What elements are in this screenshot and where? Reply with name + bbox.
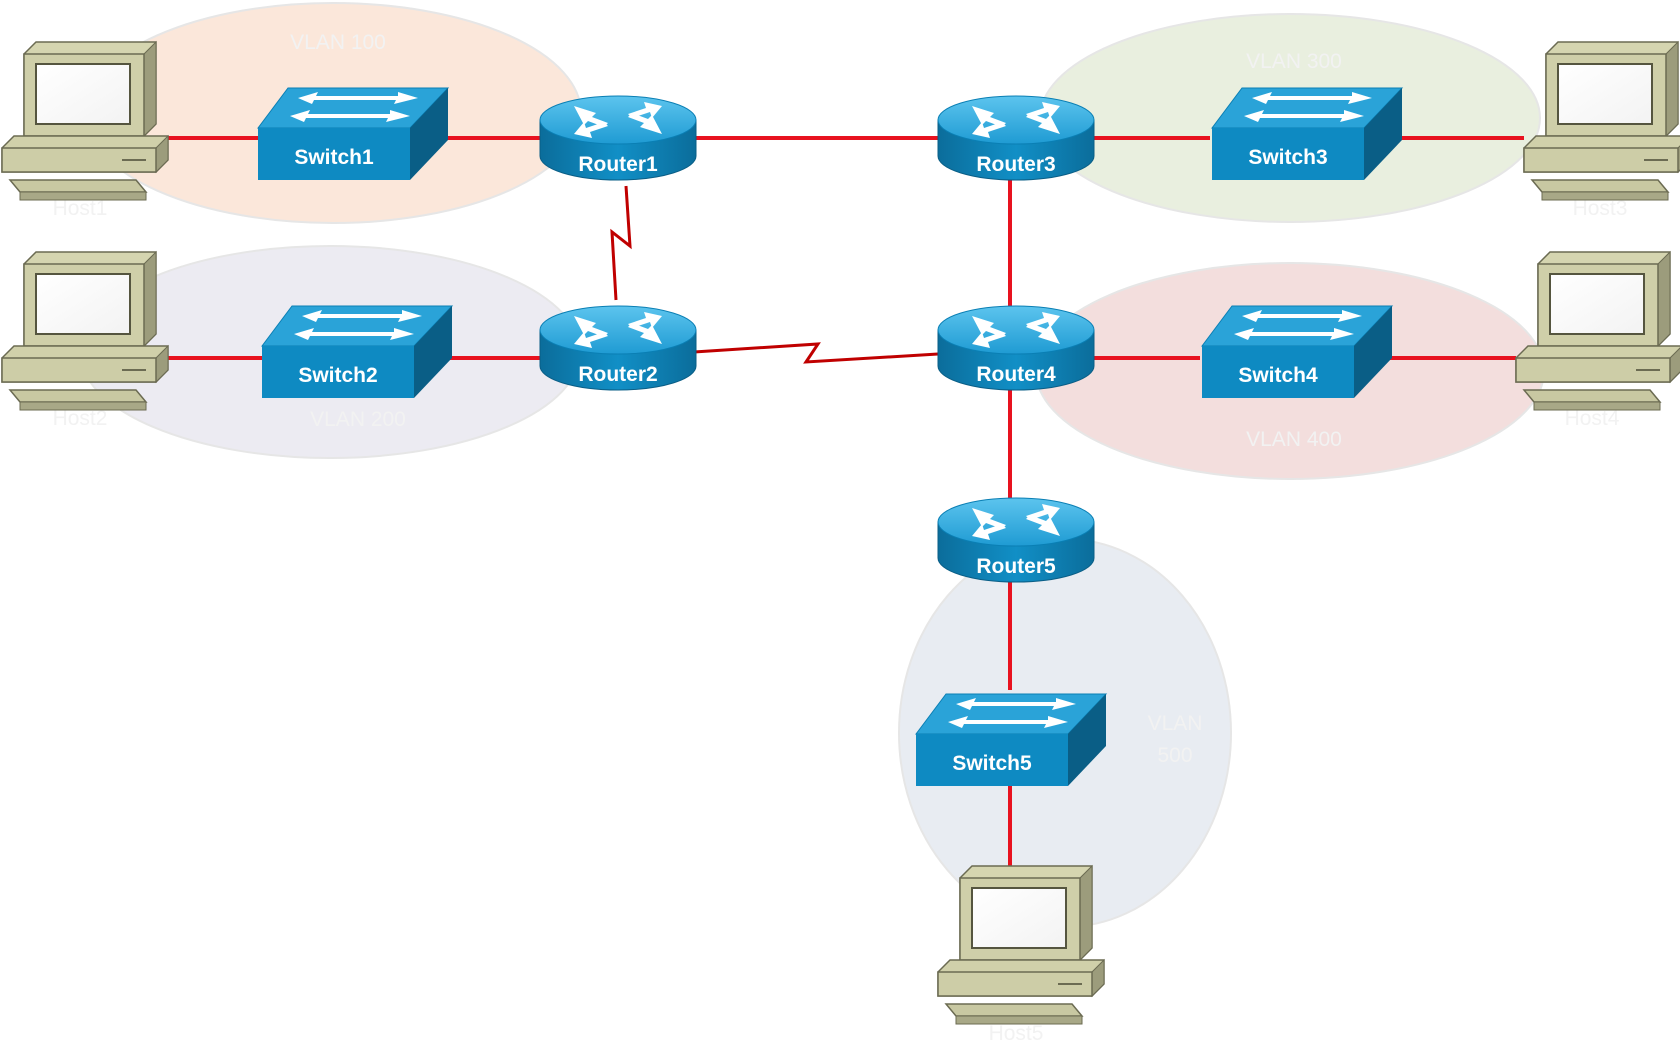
vlan-500-label-line1: VLAN xyxy=(1148,712,1203,735)
vlan-500-label-line2: 500 xyxy=(1157,744,1192,767)
links xyxy=(152,136,1524,872)
router1[interactable]: Router1 xyxy=(539,95,697,181)
vlan-300-label: VLAN 300 xyxy=(1246,50,1342,73)
workstation-icon xyxy=(1523,41,1680,201)
router2[interactable]: Router2 xyxy=(539,305,697,391)
vlan-100-label: VLAN 100 xyxy=(290,31,386,54)
host3-label: Host3 xyxy=(1573,197,1628,220)
router1-label: Router1 xyxy=(578,153,658,176)
host5[interactable] xyxy=(937,865,1105,1025)
router4[interactable]: Router4 xyxy=(937,305,1095,391)
switch3[interactable]: Switch3 xyxy=(1211,87,1403,181)
switch5-label: Switch5 xyxy=(952,752,1032,775)
router5[interactable]: Router5 xyxy=(937,497,1095,583)
switch1-label: Switch1 xyxy=(294,146,374,169)
switch4[interactable]: Switch4 xyxy=(1201,305,1393,399)
serial-links xyxy=(610,185,939,364)
switch5[interactable]: Switch5 xyxy=(915,693,1107,787)
serial-link-router1-router2 xyxy=(610,185,632,301)
vlan-200-label: VLAN 200 xyxy=(310,408,406,431)
switch2-label: Switch2 xyxy=(298,364,377,387)
switch2[interactable]: Switch2 xyxy=(261,305,453,399)
host2-label: Host2 xyxy=(53,407,108,430)
router4-label: Router4 xyxy=(976,363,1056,386)
host3[interactable] xyxy=(1523,41,1680,201)
switch1[interactable]: Switch1 xyxy=(257,87,449,181)
router5-label: Router5 xyxy=(976,555,1056,578)
host4-label: Host4 xyxy=(1565,407,1620,430)
serial-link-router2-router4 xyxy=(693,342,939,364)
vlan-400-label: VLAN 400 xyxy=(1246,428,1342,451)
router2-label: Router2 xyxy=(578,363,657,386)
host1-label: Host1 xyxy=(53,197,108,220)
switch4-label: Switch4 xyxy=(1238,364,1318,387)
workstation-icon xyxy=(937,865,1105,1025)
router3[interactable]: Router3 xyxy=(937,95,1095,181)
switch3-label: Switch3 xyxy=(1248,146,1327,169)
host5-label: Host5 xyxy=(989,1022,1044,1045)
router3-label: Router3 xyxy=(976,153,1055,176)
